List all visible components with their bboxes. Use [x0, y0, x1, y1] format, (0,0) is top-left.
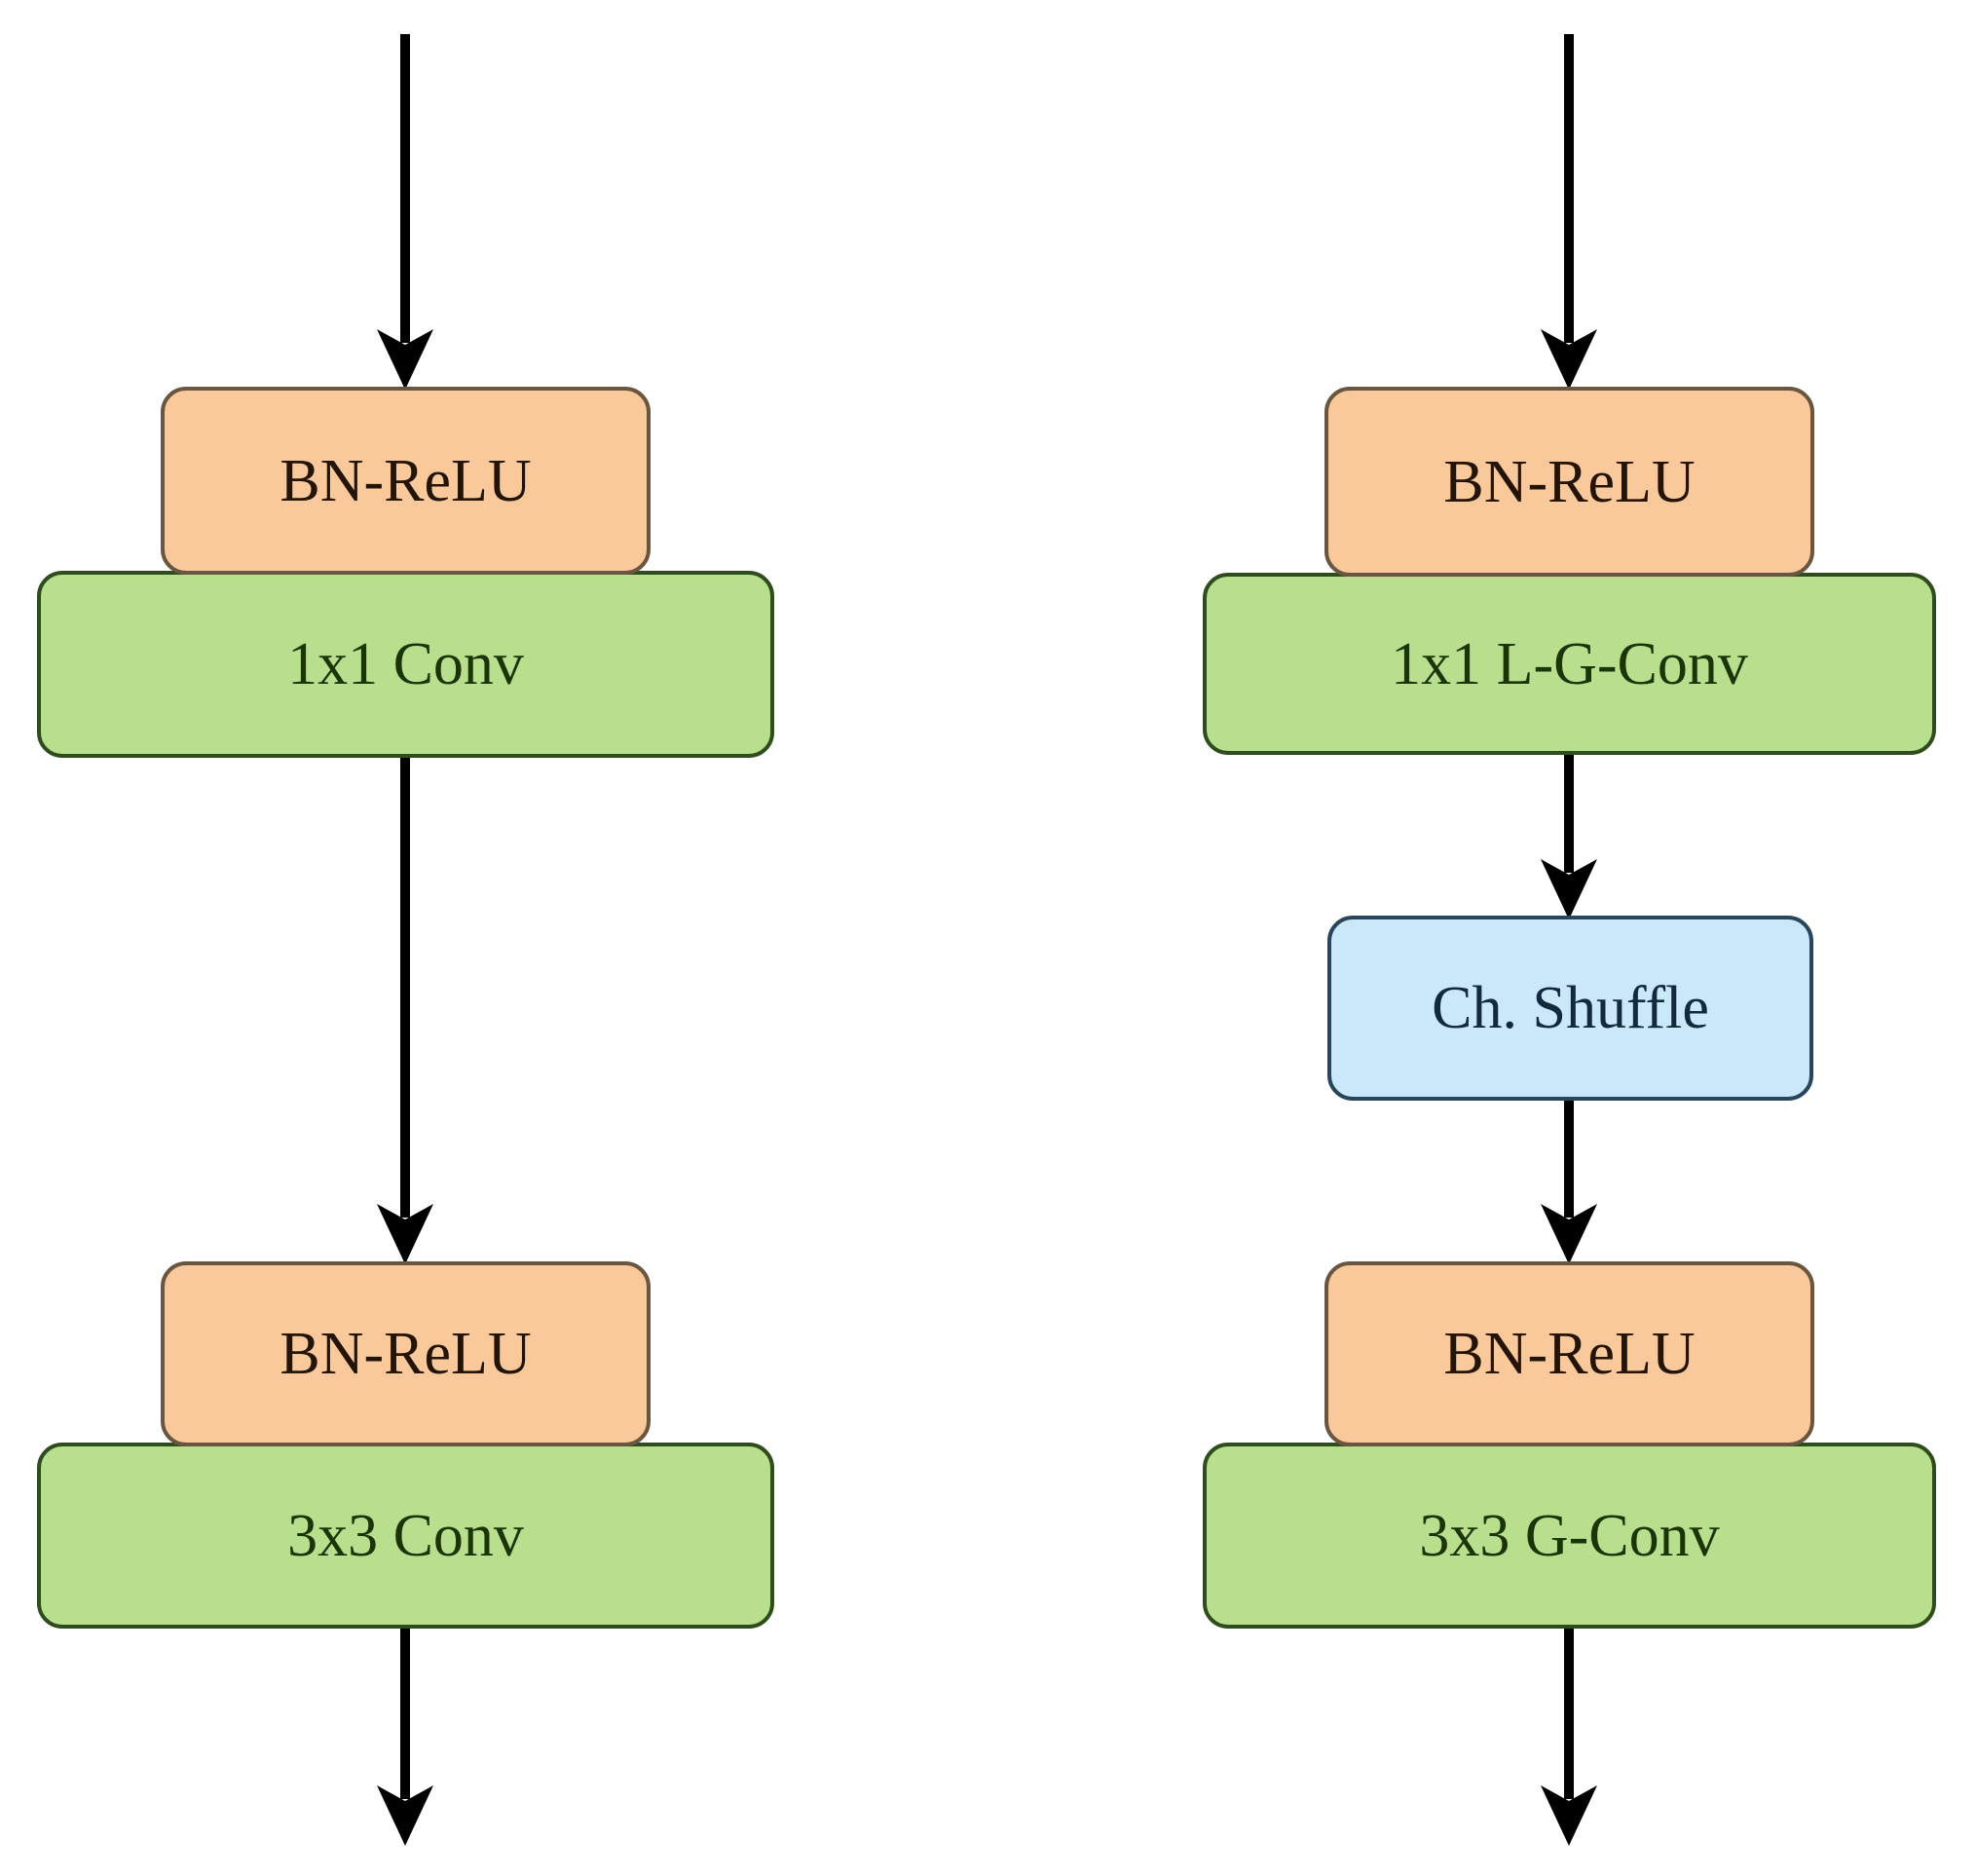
flow-arrow	[1541, 1101, 1597, 1264]
node-label: BN-ReLU	[1443, 448, 1696, 515]
bn-relu-node: BN-ReLU	[161, 387, 651, 575]
bn-relu-node: BN-ReLU	[1324, 387, 1814, 577]
lg-conv-1x1-node: 1x1 L-G-Conv	[1203, 573, 1936, 755]
node-label: BN-ReLU	[1443, 1321, 1696, 1387]
node-label: 1x1 Conv	[287, 631, 524, 697]
node-label: BN-ReLU	[280, 1321, 532, 1387]
node-label: 3x3 Conv	[287, 1502, 524, 1569]
node-label: Ch. Shuffle	[1432, 975, 1709, 1041]
flow-arrow	[1541, 755, 1597, 919]
conv-3x3-node: 3x3 Conv	[37, 1443, 774, 1629]
node-label: BN-ReLU	[280, 447, 532, 514]
node-label: 1x1 L-G-Conv	[1391, 630, 1748, 697]
flow-arrow	[377, 34, 433, 390]
flow-arrow	[377, 1629, 433, 1846]
node-label: 3x3 G-Conv	[1419, 1502, 1720, 1569]
g-conv-3x3-node: 3x3 G-Conv	[1203, 1443, 1936, 1629]
channel-shuffle-node: Ch. Shuffle	[1327, 916, 1813, 1101]
conv-1x1-node: 1x1 Conv	[37, 571, 774, 758]
bn-relu-node: BN-ReLU	[161, 1261, 651, 1446]
flow-arrow	[1541, 34, 1597, 390]
flow-arrow	[377, 758, 433, 1264]
flow-arrow	[1541, 1629, 1597, 1846]
bn-relu-node: BN-ReLU	[1324, 1261, 1814, 1446]
